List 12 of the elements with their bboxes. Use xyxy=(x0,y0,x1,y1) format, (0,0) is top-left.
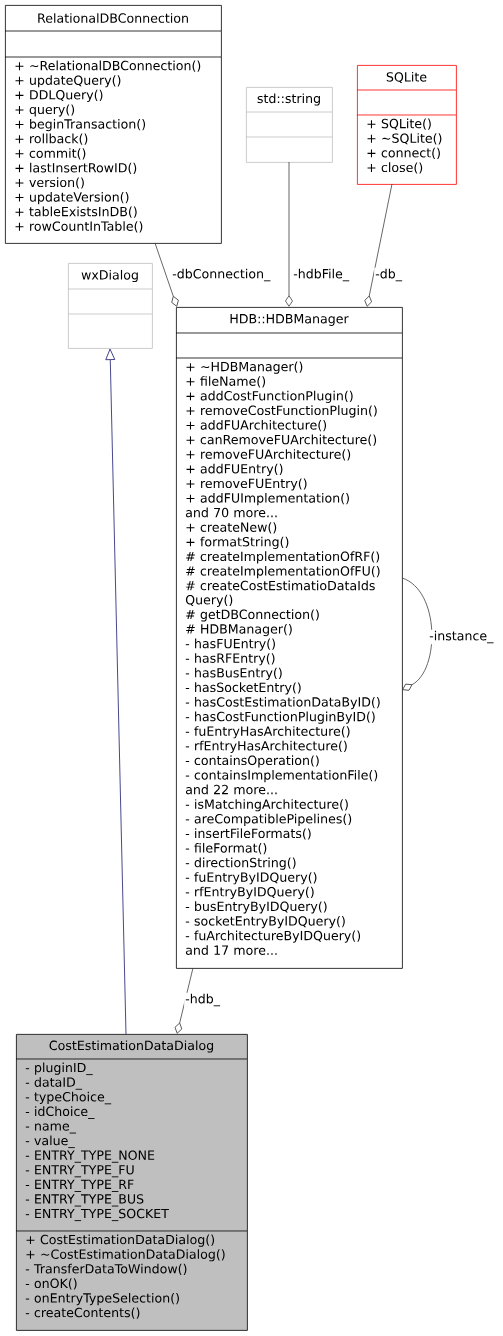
class-box: wxDialog xyxy=(67,263,153,349)
aggregation-line xyxy=(401,577,433,691)
inheritance-arrow xyxy=(105,348,127,1035)
aggregation-line xyxy=(174,967,194,1034)
aggregation-line xyxy=(364,183,393,307)
class-box: std::string xyxy=(245,87,333,163)
class-box: SQLite + SQLite() + ~SQLite() + connect() + close() xyxy=(356,65,457,185)
aggregation-line xyxy=(285,161,293,307)
aggregation-line xyxy=(154,242,179,307)
class-box: HDB::HDBManager + ~HDBManager() + fileName() + addCostFunctionPlugin() + removeCostFunctionPlugin() + addFUArchitecture() + canRemoveFUArchitecture() + removeFUArchitecture() + addFUEntry() + removeFUEntry() + addFUImplementation() and 70 more... + createNew() + formatString() # createImplementationOfRF() # createImplementationOfFU() # createCostEstimatioDataIds Query() # getDBConnection() # HDBManager() - hasFUEntry() - hasRFEntry() - hasBusEntry() - hasSocketEntry() - hasCostEstimationDataByID() - hasCostFunctionPluginByID() - fuEntryHasArchitecture() - rfEntryHasArchitecture() - containsOperation() - containsImplementationFile() and 22 more... - isMatchingArchitecture() - areCompatiblePipelines() - insertFileFormats() - fileFormat() - directionString() - fuEntryByIDQuery() - rfEntryByIDQuery() - busEntryByIDQuery() - socketEntryByIDQuery() - fuArchitectureByIDQuery() and 17 more... xyxy=(175,307,403,969)
class-box: RelationalDBConnection + ~RelationalDBConnection() + updateQuery() + DDLQuery() + query() + beginTransaction() + rollback() + commit() + lastInsertRowID() + version() + updateVersion() + tableExistsInDB() + rowCountInTable() xyxy=(4,5,222,244)
class-box: CostEstimationDataDialog - pluginID_ - dataID_ - typeChoice_ - idChoice_ - name_ - value_ - ENTRY_TYPE_NONE - ENTRY_TYPE_FU - ENTRY_TYPE_RF - ENTRY_TYPE_BUS - ENTRY_TYPE_SOCKET + CostEstimationDataDialog() + ~CostEstimationDataDialog() - TransferDataToWindow() - onOK() - onEntryTypeSelection() - createContents() xyxy=(15,1034,248,1331)
